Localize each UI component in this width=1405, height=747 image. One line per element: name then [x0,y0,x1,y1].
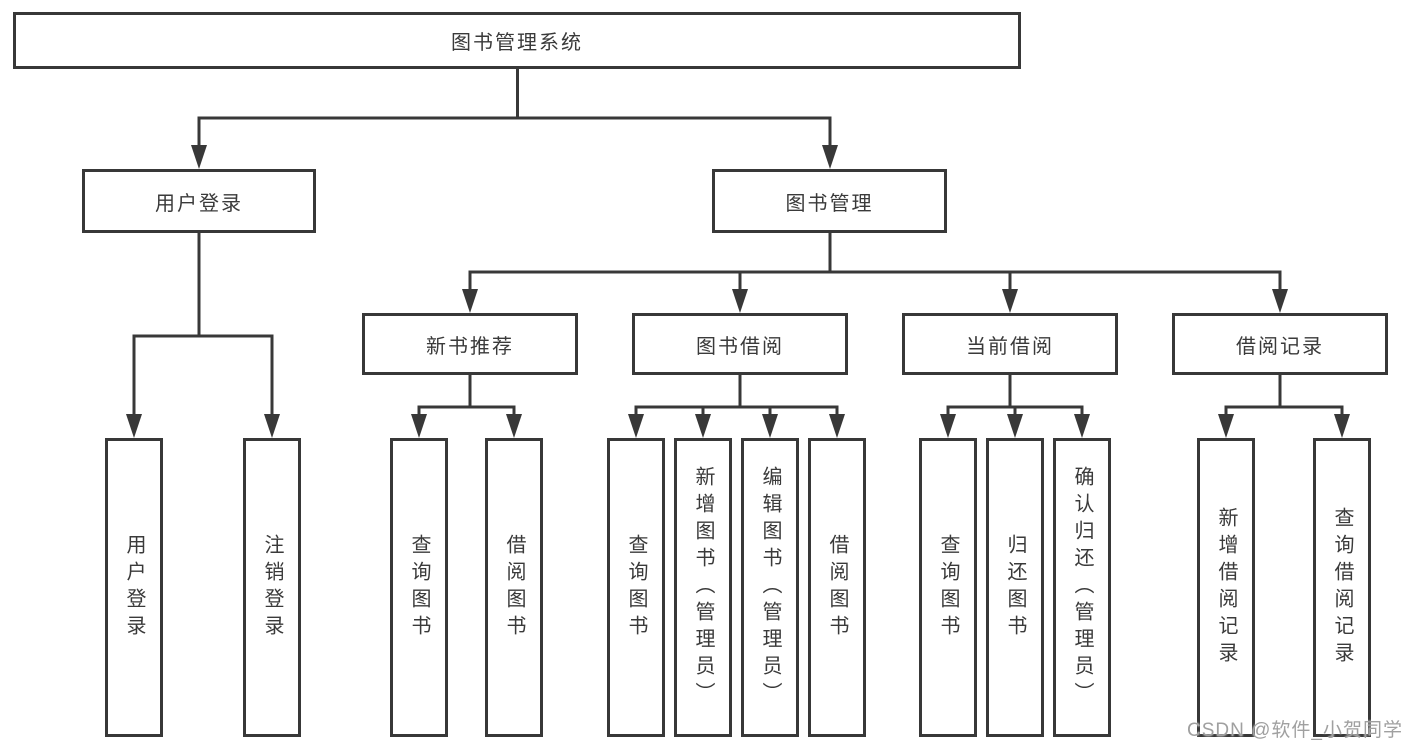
leaf-borrow-query-books: 查询图书 [607,438,665,737]
leaf-return-books: 归还图书 [986,438,1044,737]
leaf-recommend-borrow-books-label: 借阅图书 [503,533,525,642]
arrowheads [126,145,1350,438]
connector-paths [132,68,1344,416]
node-current-borrow-label: 当前借阅 [966,335,1054,358]
node-root-label: 图书管理系统 [451,32,583,54]
leaf-edit-book-admin-label: 编辑图书（管理员） [759,466,781,709]
watermark-text: CSDN @软件_小贺同学 [1187,720,1403,741]
leaf-add-borrow-record-label: 新增借阅记录 [1215,506,1237,669]
node-book-management: 图书管理 [712,169,947,233]
node-book-management-label: 图书管理 [785,192,874,215]
leaf-logout-login-label: 注销登录 [261,533,283,642]
leaf-borrow-books-label: 借阅图书 [826,533,848,642]
leaf-query-borrow-record: 查询借阅记录 [1313,438,1371,737]
leaf-add-book-admin: 新增图书（管理员） [674,438,732,737]
leaf-recommend-query-books: 查询图书 [390,438,448,737]
leaf-edit-book-admin: 编辑图书（管理员） [741,438,799,737]
leaf-query-borrow-record-label: 查询借阅记录 [1331,506,1353,669]
node-borrow-records-label: 借阅记录 [1236,335,1324,358]
node-borrow-records: 借阅记录 [1172,313,1388,375]
node-new-book-recommend-label: 新书推荐 [426,335,514,358]
leaf-current-query-books-label: 查询图书 [937,533,959,642]
leaf-recommend-query-books-label: 查询图书 [408,533,430,642]
node-current-borrow: 当前借阅 [902,313,1118,375]
node-book-borrow-label: 图书借阅 [696,335,784,358]
leaf-user-login: 用户登录 [105,438,163,737]
leaf-borrow-query-books-label: 查询图书 [625,533,647,642]
node-book-borrow: 图书借阅 [632,313,848,375]
node-user-login: 用户登录 [82,169,316,233]
node-root: 图书管理系统 [13,12,1021,69]
leaf-current-query-books: 查询图书 [919,438,977,737]
leaf-borrow-books: 借阅图书 [808,438,866,737]
leaf-confirm-return-admin: 确认归还（管理员） [1053,438,1111,737]
leaf-confirm-return-admin-label: 确认归还（管理员） [1071,466,1093,709]
leaf-add-borrow-record: 新增借阅记录 [1197,438,1255,737]
leaf-add-book-admin-label: 新增图书（管理员） [692,466,714,709]
node-new-book-recommend: 新书推荐 [362,313,578,375]
node-user-login-label: 用户登录 [155,192,243,215]
leaf-return-books-label: 归还图书 [1004,533,1026,642]
leaf-logout-login: 注销登录 [243,438,301,737]
leaf-user-login-label: 用户登录 [123,533,145,642]
leaf-recommend-borrow-books: 借阅图书 [485,438,543,737]
